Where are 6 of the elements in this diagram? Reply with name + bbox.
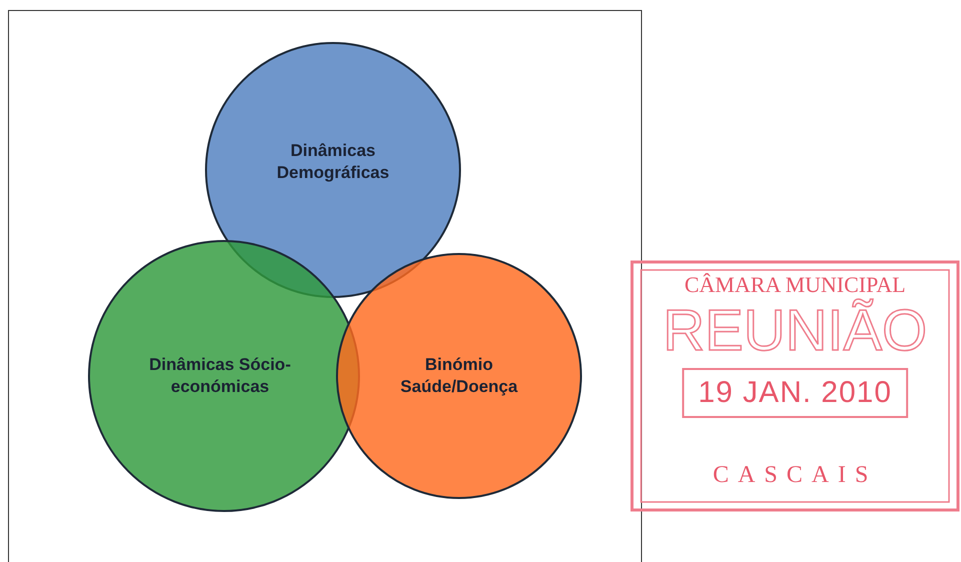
circle-label: Binómio Saúde/Doença <box>399 354 519 398</box>
stamp-place: CASCAIS <box>712 462 878 489</box>
circle-label: Dinâmicas Demográficas <box>276 140 390 184</box>
stamp-date: 19 JAN. 2010 <box>682 368 908 418</box>
stamp-header: CÂMARA MUNICIPAL <box>684 272 906 298</box>
circle-label: Dinâmicas Sócio-económicas <box>148 354 292 398</box>
